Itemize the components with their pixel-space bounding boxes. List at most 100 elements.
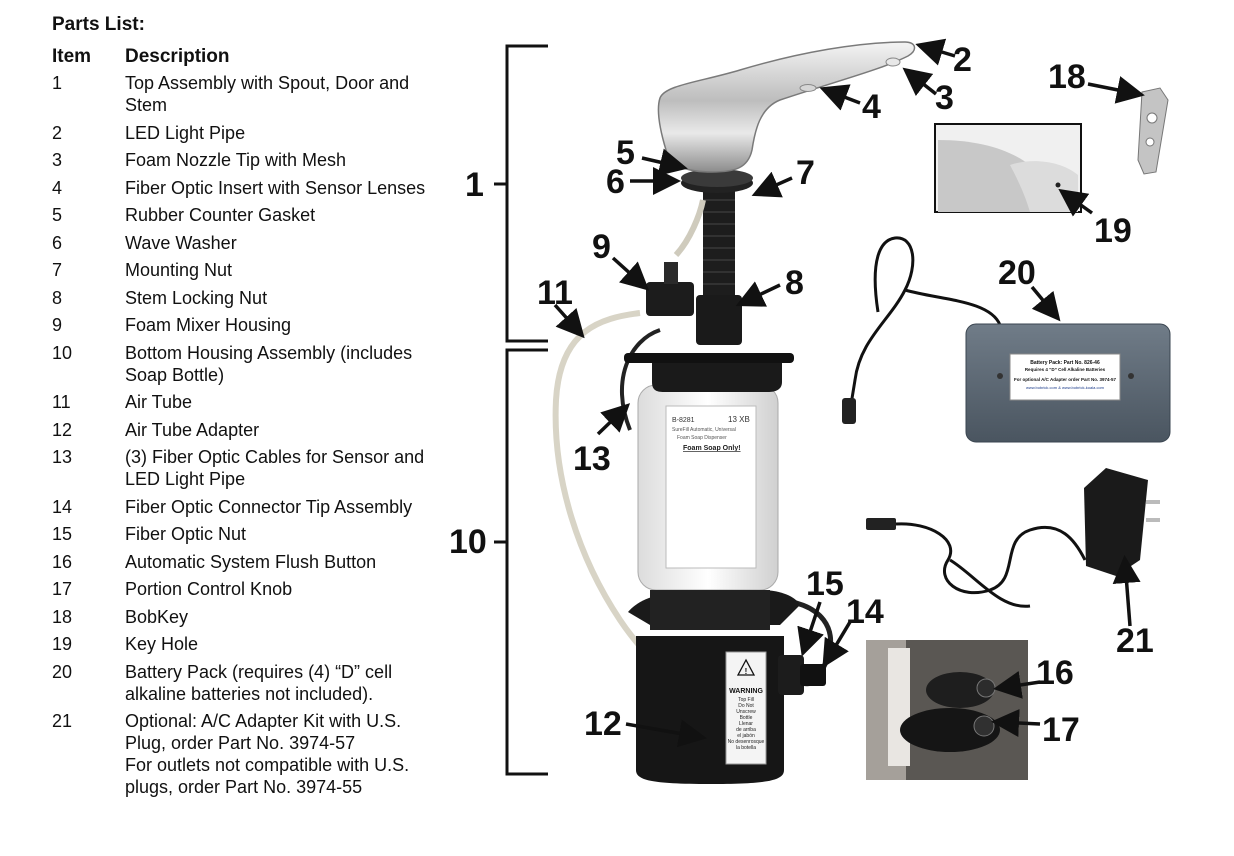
parts-list-row: 15 Fiber Optic Nut: [52, 523, 462, 545]
bottle-label: [665, 405, 757, 569]
item-description: Foam Mixer Housing: [125, 315, 292, 335]
parts-list-row: 8 Stem Locking Nut: [52, 287, 462, 309]
fiber-optic-connector: [800, 664, 826, 686]
callout-8: 8: [785, 264, 804, 302]
item-number: 12: [52, 419, 73, 440]
bracket-top-assembly: [494, 44, 548, 343]
bottle-cap: [624, 353, 794, 392]
item-number: 16: [52, 551, 73, 572]
item-description: Fiber Optic Insert with Sensor Lenses: [125, 177, 426, 198]
item-number: 9: [52, 315, 63, 335]
item-description: Air Tube: [125, 392, 193, 412]
item-number: 2: [52, 122, 63, 143]
item-number: 21: [52, 711, 73, 731]
stem-locking-nut: [696, 295, 742, 345]
item-number: 18: [52, 606, 73, 627]
callout-15: 15: [806, 565, 844, 603]
item-number: 3: [52, 150, 63, 170]
bobkey: [1137, 87, 1169, 175]
item-number: 14: [52, 496, 73, 517]
item-description: Bottom Housing Assembly (includes Soap B…: [125, 342, 413, 385]
description-column-header: Description: [125, 46, 230, 67]
item-description: Automatic System Flush Button: [125, 551, 377, 572]
item-number: 15: [52, 524, 73, 544]
item-number: 6: [52, 232, 63, 253]
callout-3: 3: [935, 79, 954, 117]
item-description: (3) Fiber Optic Cables for Sensor and LE…: [125, 447, 425, 489]
callout-9: 9: [592, 228, 611, 266]
item-number: 7: [52, 260, 63, 280]
warning-label-heading: WARNING: [729, 688, 763, 695]
flush-button: [976, 678, 996, 698]
bottle-label-warning: Foam Soap Only!: [683, 445, 741, 452]
callout-10: 10: [449, 523, 487, 561]
item-description: Rubber Counter Gasket: [125, 205, 316, 225]
item-description: Stem Locking Nut: [125, 287, 268, 308]
parts-list-row: 14 Fiber Optic Connector Tip Assembly: [52, 496, 462, 518]
item-number: 4: [52, 177, 63, 198]
item-description: Air Tube Adapter: [125, 419, 260, 440]
leader-arrows: [553, 38, 1145, 748]
callout-14: 14: [846, 593, 884, 631]
bottle-label-product: Foam Soap Dispenser: [677, 435, 727, 441]
parts-list-row: 11 Air Tube: [52, 391, 462, 413]
item-description: Fiber Optic Nut: [125, 524, 247, 544]
item-description: Mounting Nut: [125, 260, 233, 280]
battery-label: [1009, 353, 1121, 401]
callout-18: 18: [1048, 58, 1086, 96]
item-number: 11: [52, 392, 71, 412]
item-number: 19: [52, 634, 73, 654]
key-hole-inset: [934, 123, 1082, 213]
bottle-label-model: B-8281: [672, 417, 695, 424]
parts-list-row: 7 Mounting Nut: [52, 259, 462, 281]
parts-list-row: 5 Rubber Counter Gasket: [52, 204, 462, 226]
callout-6: 6: [606, 163, 625, 201]
warning-label-body: Top Fill Do Not Unscrew Bottle Llenar de…: [727, 697, 765, 751]
parts-list-header: Item Description: [52, 46, 462, 68]
warning-exclaim-icon: !: [745, 667, 748, 676]
portion-control-knob: [973, 715, 995, 737]
stem: [703, 185, 735, 315]
air-tube-upper: [673, 199, 706, 258]
warning-label-text: Top Fill Do Not Unscrew Bottle Llenar de…: [727, 697, 765, 751]
item-description: Fiber Optic Connector Tip Assembly: [125, 496, 413, 517]
item-description: Top Assembly with Spout, Door and Stem: [125, 73, 410, 115]
item-number: 5: [52, 205, 63, 225]
warning-label: [725, 651, 767, 765]
parts-list-row: 21 Optional: A/C Adapter Kit with U.S. Pl…: [52, 710, 462, 798]
parts-list-row: 9 Foam Mixer Housing: [52, 314, 462, 336]
callout-13: 13: [573, 440, 611, 478]
item-number: 8: [52, 287, 63, 308]
parts-list-row: 16 Automatic System Flush Button: [52, 551, 462, 573]
item-number: 17: [52, 579, 73, 599]
item-description: Key Hole: [125, 634, 199, 654]
battery-label-line1: Battery Pack: Part No. 826-46: [1030, 360, 1100, 366]
callout-2: 2: [953, 41, 972, 79]
battery-pack: [842, 236, 1171, 443]
parts-list-row: 4 Fiber Optic Insert with Sensor Lenses: [52, 177, 462, 199]
item-description: LED Light Pipe: [125, 122, 246, 143]
parts-list-row: 19 Key Hole: [52, 633, 462, 655]
item-description: Portion Control Knob: [125, 579, 293, 599]
item-number: 20: [52, 661, 73, 682]
parts-list-row: 12 Air Tube Adapter: [52, 419, 462, 441]
bottle-label-brand: SureFill Automatic, Universal: [672, 427, 736, 433]
item-description: Optional: A/C Adapter Kit with U.S. Plug…: [125, 711, 410, 797]
ac-adapter: [866, 468, 1160, 608]
bottle-label-size: 13 XB: [728, 415, 750, 424]
bottom-housing: !: [628, 590, 826, 784]
battery-label-line3: For optional A/C Adapter order Part No. …: [1014, 377, 1116, 382]
callout-11: 11: [537, 274, 573, 312]
key-hole-icon: [1055, 182, 1061, 188]
bracket-bottom-assembly: [494, 348, 548, 776]
callout-17: 17: [1042, 711, 1080, 749]
